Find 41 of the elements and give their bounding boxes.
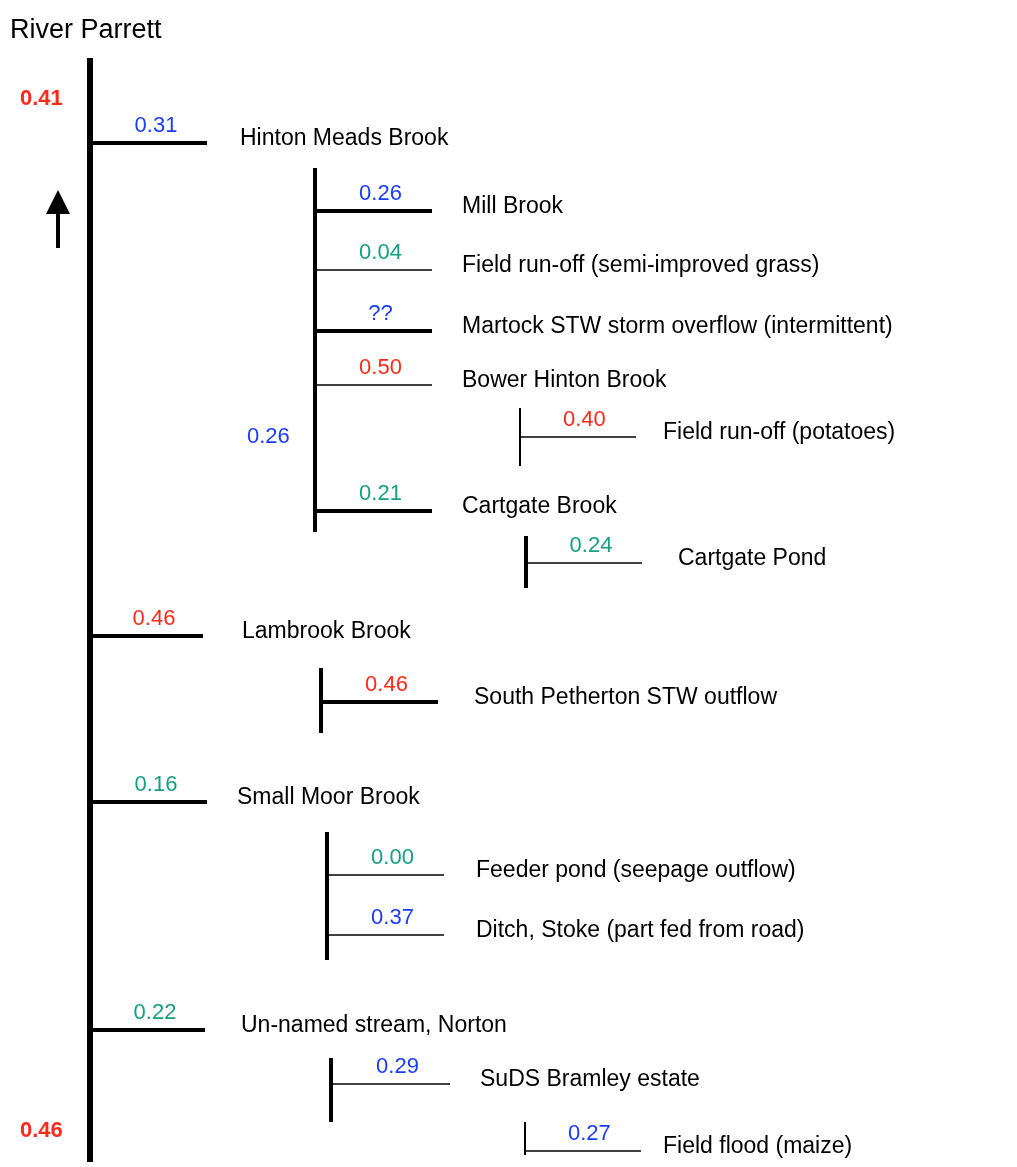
tributary-line xyxy=(316,269,433,271)
tributary-line xyxy=(317,209,432,213)
tributary-line xyxy=(317,329,432,333)
stream-name: Un-named stream, Norton xyxy=(205,1012,507,1038)
stream-name: Ditch, Stoke (part fed from road) xyxy=(444,917,805,943)
tributary-bar xyxy=(329,1058,333,1122)
tributary-line xyxy=(323,700,438,704)
stream-name: Lambrook Brook xyxy=(203,618,411,644)
stream-name: Feeder pond (seepage outflow) xyxy=(444,857,796,883)
tributary-line xyxy=(332,1083,451,1085)
river-name: River Parrett xyxy=(10,14,162,45)
stream-name: Small Moor Brook xyxy=(207,784,420,810)
tributary-line xyxy=(93,141,207,145)
stream-name: South Petherton STW outflow xyxy=(438,684,777,710)
stream-name: Martock STW storm overflow (intermittent) xyxy=(432,313,893,339)
stream-name: SuDS Bramley estate xyxy=(450,1066,700,1092)
stream-name: Cartgate Pond xyxy=(642,545,827,571)
tributary-bar xyxy=(313,168,317,532)
flow-value: 0.46 xyxy=(20,1118,63,1143)
tributary-bar xyxy=(524,536,528,588)
tributary-line xyxy=(328,934,445,936)
stream-name: Field flood (maize) xyxy=(641,1133,853,1159)
tributary-line xyxy=(520,436,637,438)
tributary-bar xyxy=(319,668,323,733)
tributary-line xyxy=(93,634,203,638)
stream-name: Field run-off (potatoes) xyxy=(636,419,896,445)
tributary-line xyxy=(527,562,643,564)
tributary-bar xyxy=(325,832,329,960)
stream-name: Mill Brook xyxy=(432,193,563,219)
stream-name: Cartgate Brook xyxy=(432,493,617,519)
stream-name: Hinton Meads Brook xyxy=(207,125,449,151)
tributary-line xyxy=(328,874,445,876)
tributary-line xyxy=(317,509,432,513)
tributary-line xyxy=(525,1150,642,1152)
flow-value: 0.26 xyxy=(247,424,290,449)
stream-name: Bower Hinton Brook xyxy=(432,367,667,393)
stream-name: Field run-off (semi-improved grass) xyxy=(432,252,820,278)
flow-value: 0.41 xyxy=(20,86,63,111)
tributary-line xyxy=(93,800,207,804)
tributary-line xyxy=(93,1028,205,1032)
tributary-line xyxy=(316,384,433,386)
